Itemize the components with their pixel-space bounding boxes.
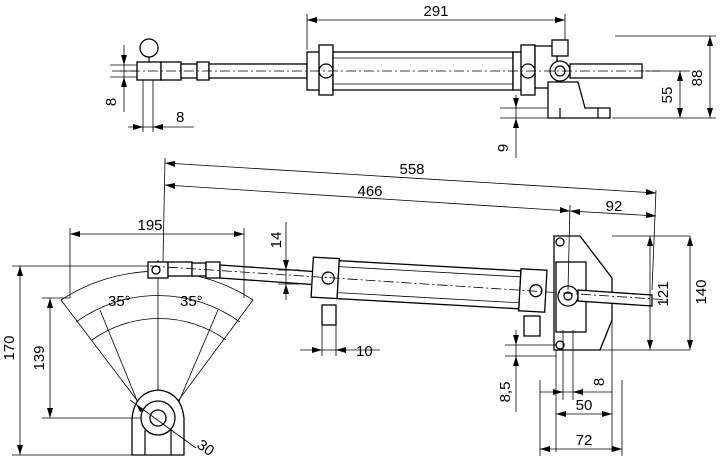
- lever-base: [131, 389, 185, 456]
- dim-10: 10: [300, 325, 380, 360]
- dim-8-5-label: 8,5: [497, 382, 514, 403]
- dim-88: 88: [612, 35, 716, 119]
- dim-55: 55: [645, 70, 690, 118]
- front-rod-right: [577, 289, 653, 307]
- dim-8-front: 8: [540, 330, 612, 400]
- dim-121: 121: [600, 235, 690, 351]
- dim-195-label: 195: [137, 217, 162, 234]
- dim-8h-label: 8: [176, 109, 184, 126]
- left-fitting: [321, 304, 337, 326]
- dim-92: 92: [567, 198, 657, 291]
- front-cylinder-body: [310, 256, 548, 313]
- dim-8-vertical: 8: [103, 45, 137, 112]
- dim-10-label: 10: [356, 343, 373, 360]
- dim-30-label: 30: [194, 436, 217, 459]
- dim-72: 72: [539, 380, 623, 456]
- dim-558: 558: [162, 157, 657, 291]
- dim-8-5: 8,5: [497, 330, 556, 412]
- dim-195: 195: [69, 217, 245, 298]
- dim-8-horizontal: 8: [128, 109, 194, 130]
- top-rod-end: [120, 38, 210, 132]
- dim-139: 139: [31, 297, 141, 419]
- angle-right-label: 35°: [180, 293, 203, 310]
- dim-291-label: 291: [423, 3, 448, 20]
- dim-466-label: 466: [357, 183, 382, 200]
- front-rod-end: [147, 261, 221, 279]
- right-fitting: [523, 315, 541, 337]
- dim-140: 140: [687, 236, 710, 350]
- front-center-line: [149, 265, 671, 301]
- top-cylinder-body: [306, 39, 571, 96]
- dim-50-label: 50: [576, 397, 593, 414]
- dim-170: 170: [1, 265, 148, 456]
- angle-left-label: 35°: [108, 293, 131, 310]
- top-view: 291 88 55 9: [103, 3, 716, 158]
- dim-140-label: 140: [693, 279, 710, 304]
- dim-170-label: 170: [1, 335, 18, 360]
- dim-139-label: 139: [31, 345, 48, 370]
- top-mount-bracket: [547, 81, 611, 119]
- dim-92-label: 92: [606, 198, 623, 215]
- front-view: 558 466 92 195: [1, 157, 710, 460]
- dim-558-label: 558: [399, 161, 424, 178]
- dim-88-label: 88: [689, 70, 706, 87]
- dim-9-label: 9: [495, 144, 512, 152]
- dim-8-front-label: 8: [591, 378, 608, 386]
- dim-14: 14: [268, 222, 300, 300]
- dim-9: 9: [495, 95, 548, 158]
- dim-121-label: 121: [655, 281, 672, 306]
- dim-8v-label: 8: [103, 98, 120, 106]
- dim-55-label: 55: [659, 87, 676, 104]
- dim-30: 30: [129, 399, 217, 460]
- dim-72-label: 72: [576, 432, 593, 449]
- dim-466: 466: [164, 183, 571, 213]
- dim-50: 50: [555, 320, 613, 452]
- front-piston-rod: [219, 264, 321, 286]
- dim-14-label: 14: [268, 232, 285, 249]
- dim-291: 291: [306, 3, 566, 50]
